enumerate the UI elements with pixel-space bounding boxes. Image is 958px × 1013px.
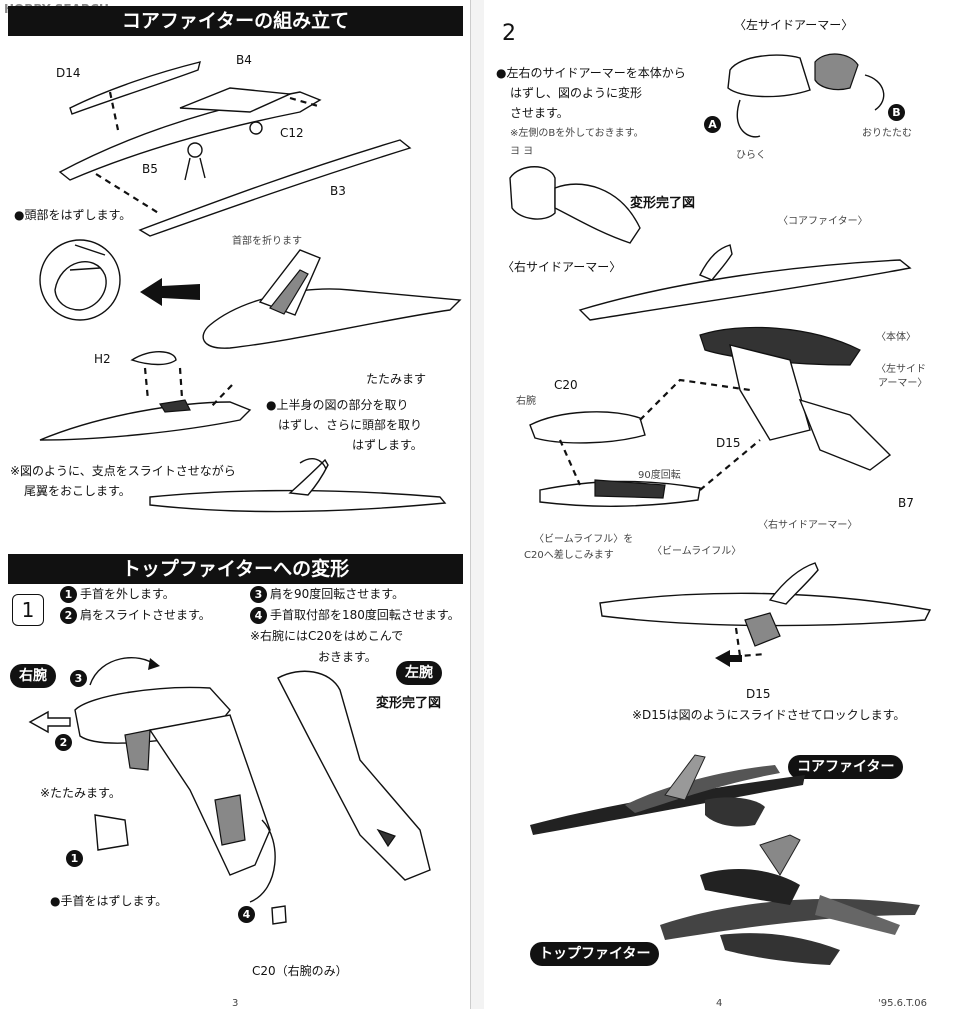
top-fighter-photo <box>660 834 920 965</box>
armor-note-3: させます。 <box>510 106 569 120</box>
part-label-c20: C20 <box>554 378 578 392</box>
mark-b: B <box>888 104 905 121</box>
armor-note-2: はずし、図のように変形 <box>510 86 643 100</box>
faded-right-label: 右腕 <box>516 396 536 407</box>
faded-left-armor-label-2: アーマー〉 <box>878 378 928 389</box>
step-circle-3: 3 <box>250 586 267 603</box>
faded-body-label: 〈本体〉 <box>876 332 916 343</box>
armor-complete-illustration <box>509 166 641 244</box>
c20-note-1: ※右腕にはC20をはめこんで <box>250 629 404 643</box>
arm-fold-note: ※たたみます。 <box>40 786 121 800</box>
fold-caption: たたみます <box>366 372 427 386</box>
part-label-c12: C12 <box>280 126 304 140</box>
fuselage-illustration <box>39 351 252 441</box>
slide-note-1: ※図のように、支点をスライトさせながら <box>10 464 236 478</box>
c20-right-arm-only: C20（右腕のみ） <box>252 964 348 978</box>
arm-transform-illustration <box>28 657 431 925</box>
slide-note-2: 尾翼をおこします。 <box>24 484 131 498</box>
part-label-d15: D15 <box>716 436 741 450</box>
top-fighter-transform-header: トップファイターへの変形 <box>8 554 463 584</box>
arm-mark-4: 4 <box>238 906 255 923</box>
right-side-armor-title: 〈右サイドアーマー〉 <box>502 260 622 274</box>
step-2-number: 2 <box>502 21 516 46</box>
faded-beam-rifle-label: 〈ビームライフル〉 <box>652 546 742 557</box>
left-arm-tag: 左腕 <box>396 661 442 685</box>
part-label-d14: D14 <box>56 66 81 80</box>
armor-complete-label: 変形完了図 <box>630 196 696 211</box>
tail-fin-illustration <box>149 458 447 513</box>
armor-note-1: ●左右のサイドアーマーを本体から <box>496 66 686 80</box>
top-fighter-tag: トップファイター <box>530 942 660 966</box>
d15-lock-note: ※D15は図のようにスライドさせてロックします。 <box>632 708 906 722</box>
step-circle-1: 1 <box>60 586 77 603</box>
left-armor-illustration <box>727 53 885 138</box>
faded-beam-label-1: 〈ビームライフル〉を <box>534 534 634 545</box>
faded-rotate-label: 90度回転 <box>638 470 681 481</box>
arm-mark-3: 3 <box>70 670 87 687</box>
upper-body-note-2: はずし、さらに頭部を取り <box>278 418 423 432</box>
right-page-number: 4 <box>716 998 723 1009</box>
faded-core-label: 〈コアファイター〉 <box>778 216 868 227</box>
core-fighter-assembly-header: コアファイターの組み立て <box>8 6 463 36</box>
right-arm-tag: 右腕 <box>10 664 56 688</box>
head-removal-illustration <box>39 239 462 349</box>
arm-complete-label: 変形完了図 <box>376 696 442 711</box>
step-1-number: 1 <box>12 594 44 626</box>
core-fighter-photo <box>530 754 805 835</box>
upper-body-note-3: はずします。 <box>352 438 423 452</box>
print-code: '95.6.T.06 <box>878 998 928 1009</box>
part-label-b4: B4 <box>236 53 252 67</box>
part-label-b7: B7 <box>898 496 914 510</box>
arm-mark-2: 2 <box>55 734 72 751</box>
step-4-text: 手首取付部を180度回転させます。 <box>270 608 460 622</box>
faded-open-label: ひらく <box>736 150 766 161</box>
step-circle-2: 2 <box>60 607 77 624</box>
part-label-d15-bottom: D15 <box>746 687 771 701</box>
step-circle-4: 4 <box>250 607 267 624</box>
part-label-b5: B5 <box>142 162 158 176</box>
upper-body-note-1: ●上半身の図の部分を取り <box>266 398 409 412</box>
remove-wrist-note: ●手首をはずします。 <box>50 894 168 908</box>
faded-beam-label-2: C20へ差しこみます <box>524 550 614 561</box>
faded-fold-caption: 首部を折ります <box>232 236 302 247</box>
right-armor-assembly-illustration <box>529 244 912 507</box>
faded-left-armor-label-1: 〈左サイド <box>876 364 926 375</box>
faded-fold-label: おりたたむ <box>862 128 912 139</box>
mark-a: A <box>704 116 721 133</box>
part-label-b3: B3 <box>330 184 346 198</box>
step-3-text: 肩を90度回転させます。 <box>270 587 405 601</box>
left-page-number: 3 <box>232 998 239 1009</box>
arm-mark-1: 1 <box>66 850 83 867</box>
step-2-text: 肩をスライトさせます。 <box>80 608 211 622</box>
faded-right-armor-label: 〈右サイドアーマー〉 <box>758 520 858 531</box>
left-side-armor-title: 〈左サイドアーマー〉 <box>734 18 854 32</box>
core-fighter-tag: コアファイター <box>788 755 904 779</box>
step-1-text: 手首を外します。 <box>80 587 175 601</box>
faded-armor-note-2: ヨ ヨ <box>510 146 534 157</box>
lock-slide-illustration <box>599 562 932 667</box>
c20-note-2: おきます。 <box>318 650 377 664</box>
remove-head-note: ●頭部をはずします。 <box>14 208 132 222</box>
exploded-assembly-illustration <box>58 61 412 237</box>
faded-armor-note: ※左側のBを外しておきます。 <box>510 128 644 139</box>
part-label-h2: H2 <box>94 352 111 366</box>
